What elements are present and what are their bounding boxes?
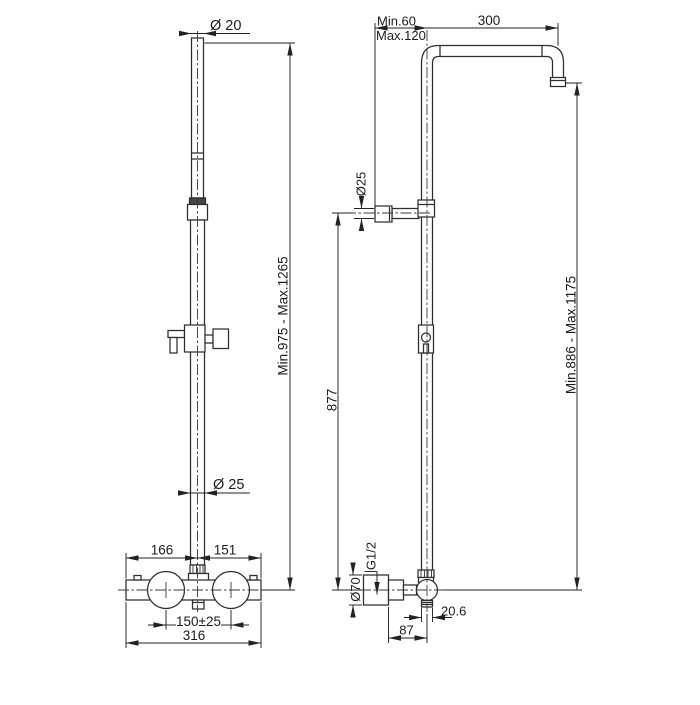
side-view [362,44,567,608]
side-slider [417,324,435,354]
dim-outlet-span-label: 150±25 [176,614,221,629]
dim-column-height-label: 877 [325,389,340,412]
side-dimensions [332,23,582,643]
side-column-inner [431,55,554,570]
dim-top-diameter-label: Ø 20 [210,18,241,34]
dim-head-height-label: Min.886 - Max.1175 [564,276,579,394]
dim-escutcheon-diameter-label: Ø70 [348,577,363,602]
dim-thread-label: G1/2 [364,542,379,570]
side-column-outer [420,44,565,570]
dim-wall-max-label: Max.120 [376,28,426,43]
side-holder-pipe [391,207,420,220]
side-holder-block [374,205,393,223]
dim-holder-diameter-label: Ø25 [354,172,369,197]
front-dimensions [125,30,295,648]
side-head-fitting [549,76,567,88]
side-centerlines [345,30,445,612]
dim-pole-diameter-label: Ø 25 [213,477,244,493]
dim-wall-min-label: Min.60 [377,14,416,29]
dim-front-height-label: Min.975 - Max.1265 [276,256,291,375]
dim-arm-length-label: 300 [478,13,501,28]
front-centerlines [118,31,262,612]
dim-total-width-label: 316 [183,628,206,643]
front-slider [167,324,230,354]
dim-outlet-offset-label: 20.6 [441,604,466,619]
side-holder-coupling [417,199,436,218]
front-outlet [191,599,205,610]
dim-valve-depth-label: 87 [399,623,413,638]
dim-left-span-label: 166 [151,543,174,558]
labels: Ø 20 Min.975 - Max.1265 Ø 25 166 151 150… [151,13,579,643]
front-view [125,37,262,610]
dim-right-span-label: 151 [214,543,237,558]
